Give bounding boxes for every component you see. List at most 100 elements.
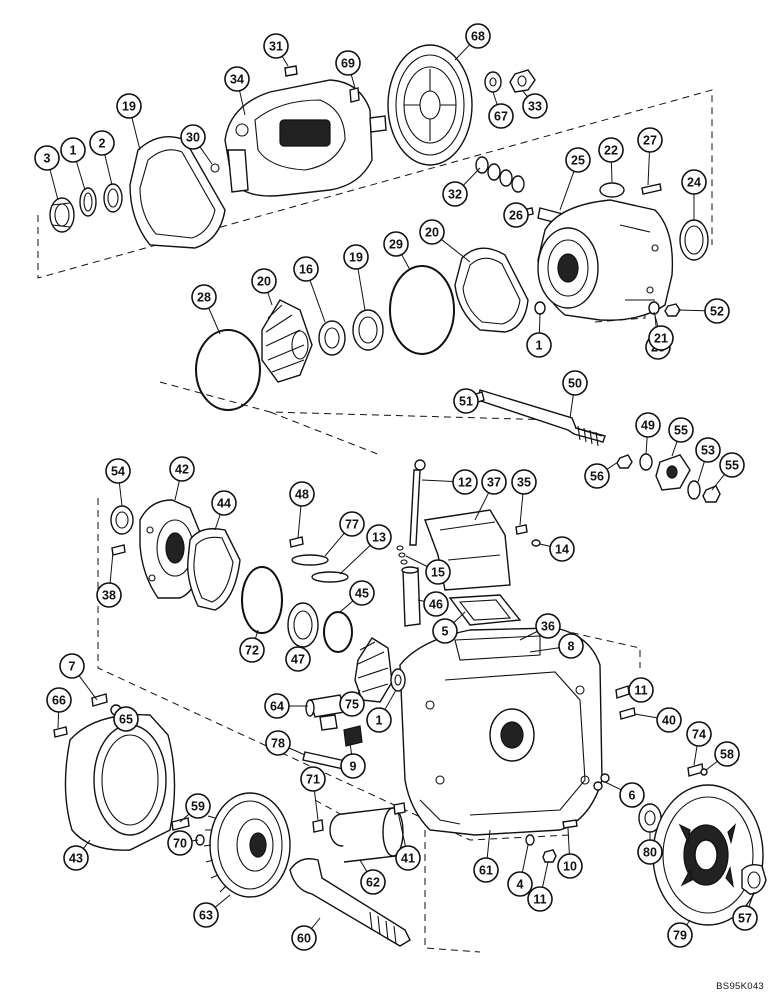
part-plug-27 xyxy=(599,182,625,198)
callout-balloon-40: 40 xyxy=(656,707,682,733)
part-snap-ring-46 xyxy=(323,611,353,653)
callout-circle xyxy=(453,388,479,414)
callout-circle xyxy=(263,33,289,59)
callout-balloon-55: 55 xyxy=(668,417,694,443)
callout-circle xyxy=(339,691,365,717)
part-oring-28 xyxy=(389,265,455,355)
callout-circle xyxy=(46,687,72,713)
part-nut-10 xyxy=(542,849,557,863)
callout-number: 1 xyxy=(70,144,77,158)
callout-leader-line xyxy=(78,675,98,701)
callout-leader-line xyxy=(214,514,221,531)
callout-circle xyxy=(419,219,445,245)
callout-leader-line xyxy=(397,811,406,847)
callout-balloon-61: 61 xyxy=(473,857,499,883)
callout-number: 1 xyxy=(536,339,543,353)
part-bushing-41 xyxy=(312,819,324,833)
callout-circle xyxy=(340,753,366,779)
callout-circle xyxy=(425,559,451,585)
callout-leader-line xyxy=(606,461,619,470)
callout-balloon-13: 13 xyxy=(366,524,392,550)
callout-leader-line xyxy=(519,493,524,526)
callout-circle xyxy=(562,370,588,396)
part-bolt-58 xyxy=(687,763,704,777)
callout-balloon-11: 11 xyxy=(527,886,553,912)
callout-leader-line xyxy=(384,689,397,710)
callout-balloons: 1321930343169686733322625222724202928161… xyxy=(34,23,758,951)
callout-number: 19 xyxy=(349,251,363,265)
callout-leader-line xyxy=(647,151,650,186)
callout-number: 40 xyxy=(662,714,676,728)
callout-balloon-72: 72 xyxy=(239,637,265,663)
callout-circle xyxy=(535,613,561,639)
callout-circle xyxy=(180,124,206,150)
callout-balloon-33: 33 xyxy=(522,93,548,119)
callout-leader-line xyxy=(254,629,259,639)
callout-number: 57 xyxy=(738,912,752,926)
callout-circle xyxy=(224,66,250,92)
callout-leader-line xyxy=(49,169,59,201)
callout-number: 28 xyxy=(197,291,211,305)
callout-circle xyxy=(704,298,730,324)
part-washer-11-lower xyxy=(525,834,535,846)
callout-balloon-1: 1 xyxy=(366,707,392,733)
callout-number: 34 xyxy=(230,73,244,87)
callout-balloon-38: 38 xyxy=(96,582,122,608)
callout-leader-line xyxy=(313,790,319,821)
callout-balloon-15: 15 xyxy=(425,559,451,585)
part-bolt-72 xyxy=(111,544,126,556)
callout-leader-line xyxy=(311,917,321,929)
callout-balloon-35: 35 xyxy=(511,469,537,495)
callout-number: 11 xyxy=(533,893,546,907)
callout-number: 77 xyxy=(345,518,359,532)
callout-leader-line xyxy=(75,161,86,191)
callout-circle xyxy=(289,481,315,507)
callout-number: 26 xyxy=(509,209,523,223)
callout-circle xyxy=(34,145,60,171)
callout-circle xyxy=(481,469,507,495)
part-bolt-64 xyxy=(53,726,68,738)
callout-balloon-21: 21 xyxy=(648,325,674,351)
callout-circle xyxy=(619,782,645,808)
callout-balloon-55: 55 xyxy=(719,452,745,478)
callout-balloon-4: 4 xyxy=(507,871,533,897)
callout-circle xyxy=(549,536,575,562)
callout-balloon-70: 70 xyxy=(167,830,193,856)
part-tube-5 xyxy=(401,566,421,627)
callout-number: 32 xyxy=(448,188,462,202)
callout-balloon-16: 16 xyxy=(293,256,319,282)
callout-balloon-66: 66 xyxy=(46,687,72,713)
callout-balloon-52: 52 xyxy=(704,298,730,324)
part-bolt-24 xyxy=(641,183,662,195)
callout-number: 36 xyxy=(541,620,555,634)
callout-balloon-54: 54 xyxy=(105,458,131,484)
callout-balloon-31: 31 xyxy=(263,33,289,59)
callout-circle xyxy=(714,741,740,767)
callout-leader-line xyxy=(405,555,428,568)
callout-balloon-49: 49 xyxy=(635,412,661,438)
callout-number: 71 xyxy=(306,773,320,787)
callout-leader-line xyxy=(267,292,273,306)
callout-balloon-3: 3 xyxy=(34,145,60,171)
callout-leader-line xyxy=(521,844,529,873)
callout-number: 25 xyxy=(571,154,585,168)
callout-number: 50 xyxy=(568,377,582,391)
part-cup-20-top xyxy=(679,219,709,261)
callout-number: 4 xyxy=(517,878,524,892)
callout-number: 16 xyxy=(299,263,313,277)
callout-balloon-62: 62 xyxy=(360,869,386,895)
callout-leader-line xyxy=(118,482,123,507)
callout-balloon-2: 2 xyxy=(89,130,115,156)
callout-balloon-6: 6 xyxy=(619,782,645,808)
callout-leader-line xyxy=(324,532,345,557)
part-pump-housing-31 xyxy=(224,79,387,197)
callout-number: 52 xyxy=(710,305,724,319)
callout-number: 37 xyxy=(487,476,501,490)
callout-circle xyxy=(191,284,217,310)
callout-circle xyxy=(113,706,139,732)
callout-leader-line xyxy=(401,254,411,271)
part-clutch-disc-57 xyxy=(652,784,764,926)
callout-leader-line xyxy=(441,239,471,263)
callout-balloon-19: 19 xyxy=(343,244,369,270)
callout-circle xyxy=(598,137,624,163)
